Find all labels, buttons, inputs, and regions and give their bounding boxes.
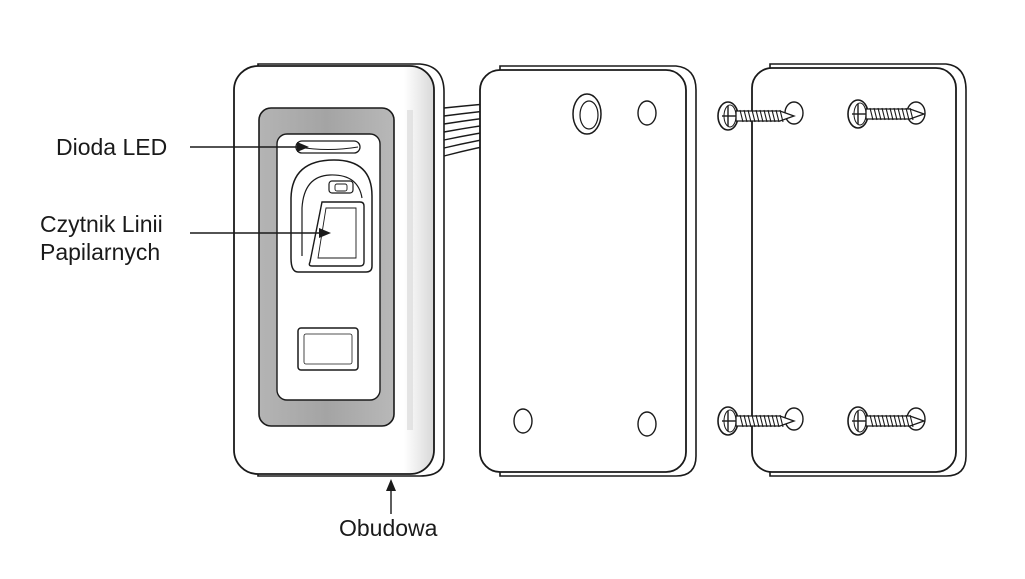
housing-callout-arrow <box>386 479 396 514</box>
screw-icon <box>847 99 926 129</box>
back-plate <box>751 63 967 477</box>
fingerprint-reader-label-line2: Papilarnych <box>40 239 161 265</box>
fingerprint-reader-label: Czytnik Linii Papilarnych <box>40 210 163 266</box>
mounting-plate <box>479 65 697 477</box>
fingerprint-reader-label-line1: Czytnik Linii <box>40 211 163 237</box>
screw-icon <box>847 406 926 436</box>
fingerprint-reader <box>290 159 373 273</box>
screw-icon <box>717 101 796 131</box>
screw-icon <box>717 406 796 436</box>
keypad-button <box>297 327 359 371</box>
housing-label: Obudowa <box>339 515 438 541</box>
led-label: Dioda LED <box>56 134 168 160</box>
led-callout-arrow <box>190 142 309 152</box>
reader-callout-arrow <box>190 228 331 238</box>
